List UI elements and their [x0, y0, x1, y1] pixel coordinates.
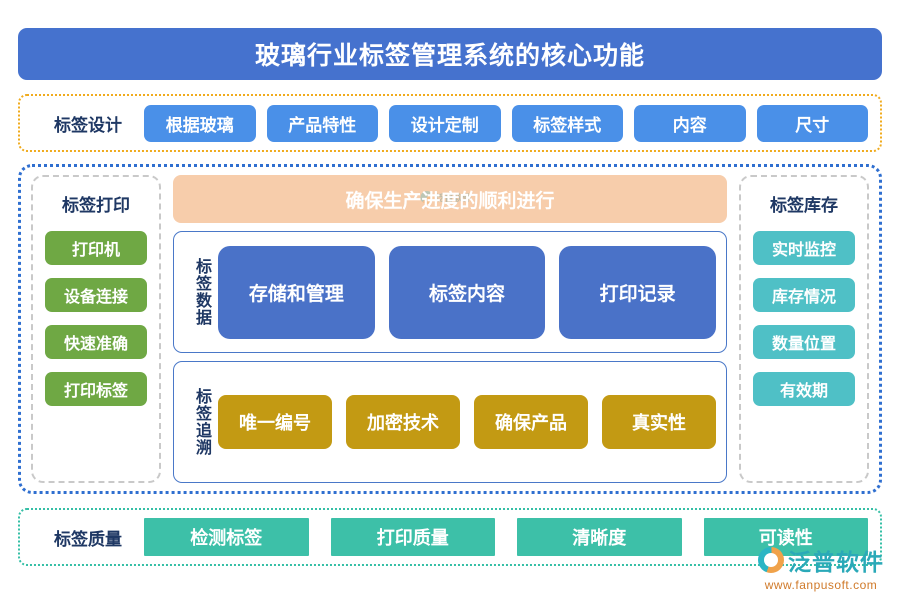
inventory-item-3[interactable]: 有效期	[753, 372, 855, 406]
design-item-2[interactable]: 设计定制	[389, 104, 501, 142]
brand-name: 泛普软件	[788, 549, 884, 575]
brand-mark-icon	[758, 547, 784, 573]
brand-logo-top: 泛普软件	[758, 543, 884, 577]
label-quality-section: 标签质量 检测标签 打印质量 清晰度 可读性	[18, 508, 882, 566]
brand-logo: 泛普软件 www.fanpusoft.com	[758, 543, 884, 592]
trace-item-0[interactable]: 唯一编号	[218, 395, 332, 449]
inventory-item-2[interactable]: 数量位置	[753, 325, 855, 359]
label-trace-panel: 标签追溯 唯一编号 加密技术 确保产品 真实性	[173, 361, 727, 483]
inventory-item-0[interactable]: 实时监控	[753, 231, 855, 265]
label-quality-title: 标签质量	[54, 529, 122, 549]
trace-item-1[interactable]: 加密技术	[346, 395, 460, 449]
data-item-0[interactable]: 存储和管理	[218, 245, 375, 339]
trace-item-3[interactable]: 真实性	[602, 395, 716, 449]
center-column: 泛普软件 确保生产进度的顺利进行 标签数据 存储和管理 标签内容 打印记录 标签…	[169, 175, 731, 483]
design-item-3[interactable]: 标签样式	[511, 104, 623, 142]
brand-url: www.fanpusoft.com	[764, 578, 878, 592]
page-title: 玻璃行业标签管理系统的核心功能	[254, 42, 645, 70]
print-item-3[interactable]: 打印标签	[45, 372, 147, 406]
production-banner-text: 确保生产进度的顺利进行	[345, 190, 555, 212]
quality-item-3[interactable]: 可读性	[703, 518, 868, 556]
design-item-1[interactable]: 产品特性	[266, 104, 378, 142]
print-item-0[interactable]: 打印机	[45, 231, 147, 265]
core-modules-section: 标签打印 打印机 设备连接 快速准确 打印标签 泛普软件 确保生产进度的顺利进行…	[18, 164, 882, 494]
label-data-items: 存储和管理 标签内容 打印记录	[218, 245, 717, 339]
production-banner: 泛普软件 确保生产进度的顺利进行	[173, 175, 727, 223]
watermark-logo: 泛普软件	[420, 190, 472, 204]
watermark-mark-icon	[420, 190, 434, 204]
data-item-2[interactable]: 打印记录	[559, 245, 717, 339]
label-design-items: 根据玻璃 产品特性 设计定制 标签样式 内容 尺寸	[144, 104, 868, 142]
design-item-5[interactable]: 尺寸	[756, 104, 868, 142]
print-item-1[interactable]: 设备连接	[45, 278, 147, 312]
page-title-bar: 玻璃行业标签管理系统的核心功能	[18, 28, 882, 80]
label-design-section: 标签设计 根据玻璃 产品特性 设计定制 标签样式 内容 尺寸	[18, 94, 882, 152]
design-item-0[interactable]: 根据玻璃	[144, 104, 256, 142]
watermark-text: 泛普软件	[435, 192, 472, 203]
trace-item-2[interactable]: 确保产品	[474, 395, 588, 449]
print-item-2[interactable]: 快速准确	[45, 325, 147, 359]
inventory-item-1[interactable]: 库存情况	[753, 278, 855, 312]
label-trace-items: 唯一编号 加密技术 确保产品 真实性	[218, 395, 716, 449]
label-design-title: 标签设计	[54, 115, 122, 135]
label-inventory-column: 标签库存 实时监控 库存情况 数量位置 有效期	[739, 175, 869, 483]
label-data-panel: 标签数据 存储和管理 标签内容 打印记录	[173, 231, 727, 353]
quality-item-1[interactable]: 打印质量	[330, 518, 495, 556]
quality-item-0[interactable]: 检测标签	[144, 518, 309, 556]
label-trace-title: 标签追溯	[193, 388, 210, 456]
design-item-4[interactable]: 内容	[634, 104, 746, 142]
label-data-title: 标签数据	[193, 258, 210, 326]
label-print-title: 标签打印	[62, 196, 130, 215]
quality-item-2[interactable]: 清晰度	[517, 518, 682, 556]
label-quality-items: 检测标签 打印质量 清晰度 可读性	[144, 518, 868, 556]
label-inventory-title: 标签库存	[770, 196, 838, 215]
label-print-column: 标签打印 打印机 设备连接 快速准确 打印标签	[31, 175, 161, 483]
data-item-1[interactable]: 标签内容	[388, 245, 546, 339]
